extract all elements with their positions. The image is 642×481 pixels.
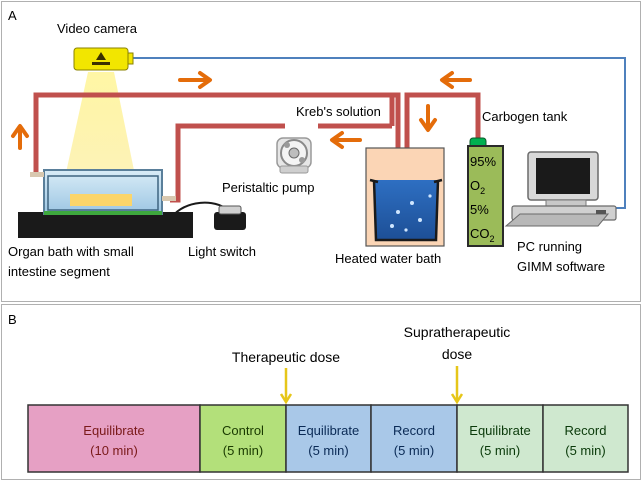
- peristaltic-pump-label: Peristaltic pump: [222, 180, 314, 195]
- supratherapeutic-dose-label-line2: dose: [442, 346, 473, 362]
- therapeutic-dose-label: Therapeutic dose: [232, 349, 340, 365]
- panel-a-border: [1, 1, 641, 302]
- panel-b-letter: B: [8, 312, 17, 327]
- flow-arrow-up-left: [11, 124, 29, 150]
- supratherapeutic-dose-label-line1: Supratherapeutic: [404, 324, 511, 340]
- phase-label-4-line2: (5 min): [394, 443, 434, 458]
- phase-label-6-line2: (5 min): [565, 443, 605, 458]
- tank-label-o2: O2: [470, 178, 485, 196]
- protocol-timeline: Equilibrate (10 min) Control (5 min) Equilib…: [27, 404, 629, 473]
- phase-box-3: [285, 404, 372, 473]
- phase-box-5: [456, 404, 544, 473]
- organ-bath-label-line2: intestine segment: [8, 264, 110, 279]
- organ-bath-icon: [18, 169, 193, 238]
- computer-icon: [504, 151, 617, 227]
- panel-b-border: [1, 304, 641, 480]
- video-camera-label: Video camera: [57, 21, 138, 36]
- heated-water-bath-icon: [365, 147, 445, 247]
- phase-label-5-line2: (5 min): [480, 443, 520, 458]
- phase-box-2: [199, 404, 287, 473]
- tank-label-co2: CO2: [470, 226, 495, 244]
- carbogen-tank-label: Carbogen tank: [482, 109, 568, 124]
- light-beam: [60, 72, 140, 200]
- phase-label-3-line2: (5 min): [308, 443, 348, 458]
- phase-label-2-line1: Control: [222, 423, 264, 438]
- heated-water-bath-label: Heated water bath: [335, 251, 441, 266]
- phase-label-2-line2: (5 min): [223, 443, 263, 458]
- peristaltic-pump-icon: [276, 137, 312, 174]
- krebs-solution-label: Kreb's solution: [296, 104, 381, 119]
- flow-arrow-right-top: [178, 71, 212, 89]
- tank-label-line1: 95%: [470, 154, 496, 169]
- pc-label-line1: PC running: [517, 239, 582, 254]
- flow-arrow-down: [419, 104, 437, 132]
- light-switch-icon: [169, 201, 246, 230]
- phase-label-1-line1: Equilibrate: [83, 423, 144, 438]
- supratherapeutic-dose-arrow: [450, 366, 464, 405]
- phase-box-1: [27, 404, 201, 473]
- flow-arrow-left-carbogen: [440, 71, 472, 89]
- organ-bath-label-line1: Organ bath with small: [8, 244, 134, 259]
- phase-label-1-line2: (10 min): [90, 443, 138, 458]
- panel-a-letter: A: [8, 8, 17, 23]
- flow-arrow-left-mid: [330, 131, 362, 149]
- pc-label-line2: GIMM software: [517, 259, 605, 274]
- therapeutic-dose-arrow: [279, 368, 293, 405]
- phase-label-3-line1: Equilibrate: [298, 423, 359, 438]
- video-camera-icon: [73, 47, 134, 71]
- phase-label-6-line1: Record: [565, 423, 607, 438]
- phase-box-4: [370, 404, 458, 473]
- phase-label-5-line1: Equilibrate: [469, 423, 530, 438]
- carbogen-tank-icon: [467, 137, 504, 247]
- phase-label-4-line1: Record: [393, 423, 435, 438]
- tank-label-line3: 5%: [470, 202, 489, 217]
- light-switch-label: Light switch: [188, 244, 256, 259]
- phase-box-6: [542, 404, 629, 473]
